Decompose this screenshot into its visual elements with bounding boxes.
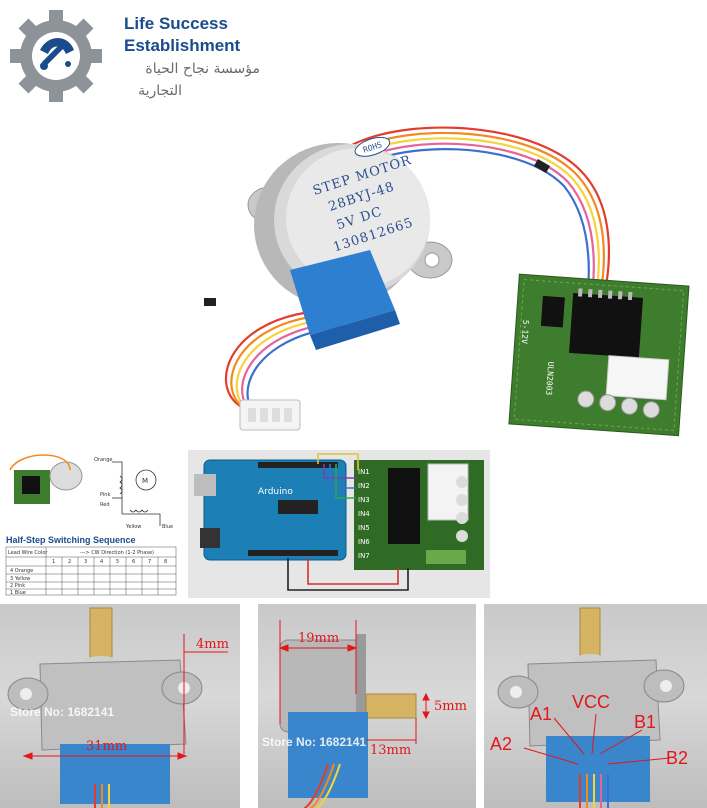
arduino-board-label: Arduino bbox=[258, 487, 293, 497]
wire-label-pink: Pink bbox=[100, 492, 110, 498]
motor-pinout-photo: VCC A1 B1 A2 B2 bbox=[484, 604, 707, 808]
step-7: 7 bbox=[148, 559, 151, 565]
pin-in1: IN1 bbox=[358, 468, 370, 476]
row-pink: 2 Pink bbox=[10, 583, 25, 589]
pin-in7: IN7 bbox=[358, 552, 370, 560]
pin-label-a1: A1 bbox=[530, 704, 552, 724]
row-orange: 4 Orange bbox=[10, 568, 33, 574]
wire-label-red: Red bbox=[100, 502, 110, 508]
sequence-title: Half-Step Switching Sequence bbox=[6, 535, 136, 545]
row-blue: 1 Blue bbox=[10, 590, 26, 596]
table-header-left: Lead Wire Color bbox=[8, 550, 48, 556]
switching-sequence-panel: M Orange Pink Red Yellow Blue Half-Step … bbox=[0, 450, 182, 598]
hero-product-photo: ROHS STEP MOTOR 28BYJ-48 5V DC 130812665… bbox=[180, 110, 700, 450]
pin-label-a2: A2 bbox=[490, 734, 512, 754]
sequence-table bbox=[5, 546, 177, 596]
step-5: 5 bbox=[116, 559, 119, 565]
pin-in2: IN2 bbox=[358, 482, 370, 490]
pin-in4: IN4 bbox=[358, 510, 370, 518]
step-2: 2 bbox=[68, 559, 71, 565]
row-yellow: 3 Yellow bbox=[10, 576, 30, 582]
wire-label-blue: Blue bbox=[162, 524, 173, 530]
wire-label-yellow: Yellow bbox=[125, 524, 141, 530]
gear-icon bbox=[10, 10, 102, 102]
step-6: 6 bbox=[132, 559, 135, 565]
pin-label-b1: B1 bbox=[634, 712, 656, 732]
watermark-2: Store No: 1682141 bbox=[262, 735, 366, 749]
svg-text:M: M bbox=[142, 477, 148, 485]
pin-in6: IN6 bbox=[358, 538, 370, 546]
arduino-wiring-panel: Arduino IN1 IN2 IN3 IN4 IN5 IN6 IN7 bbox=[188, 450, 490, 598]
pin-in3: IN3 bbox=[358, 496, 370, 504]
dim-depth: 19mm bbox=[298, 631, 339, 646]
step-4: 4 bbox=[100, 559, 103, 565]
pcb-chip-label: ULN2003 bbox=[544, 361, 555, 395]
dim-shaft-diameter: 5mm bbox=[434, 699, 467, 714]
pcb-voltage-label: 5-12V bbox=[520, 319, 531, 344]
pin-label-vcc: VCC bbox=[572, 692, 610, 712]
dim-shaft-length: 13mm bbox=[370, 743, 411, 758]
step-1: 1 bbox=[52, 559, 55, 565]
brand-arabic-line1: مؤسسة نجاح الحياة bbox=[145, 61, 260, 77]
brand-arabic-line2: التجارية bbox=[138, 83, 182, 99]
pin-in5: IN5 bbox=[358, 524, 370, 532]
brand-logo: Life Success Establishment مؤسسة نجاح ال… bbox=[0, 0, 270, 110]
table-header-right: ---> CW Direction (1-2 Phase) bbox=[80, 550, 154, 556]
dim-ear: 4mm bbox=[196, 637, 229, 652]
motor-side-dimension-photo: 19mm 5mm 13mm Store No: 1682141 bbox=[258, 604, 476, 808]
wire-label-orange: Orange bbox=[94, 457, 112, 463]
brand-name-line1: Life Success bbox=[124, 14, 228, 33]
motor-front-dimension-photo: 31mm 4mm Store No: 1682141 bbox=[0, 604, 240, 808]
dim-width: 31mm bbox=[86, 739, 127, 754]
brand-name-line2: Establishment bbox=[124, 36, 241, 55]
watermark-1: Store No: 1682141 bbox=[10, 705, 114, 719]
pin-label-b2: B2 bbox=[666, 748, 688, 768]
step-8: 8 bbox=[164, 559, 167, 565]
step-3: 3 bbox=[84, 559, 87, 565]
